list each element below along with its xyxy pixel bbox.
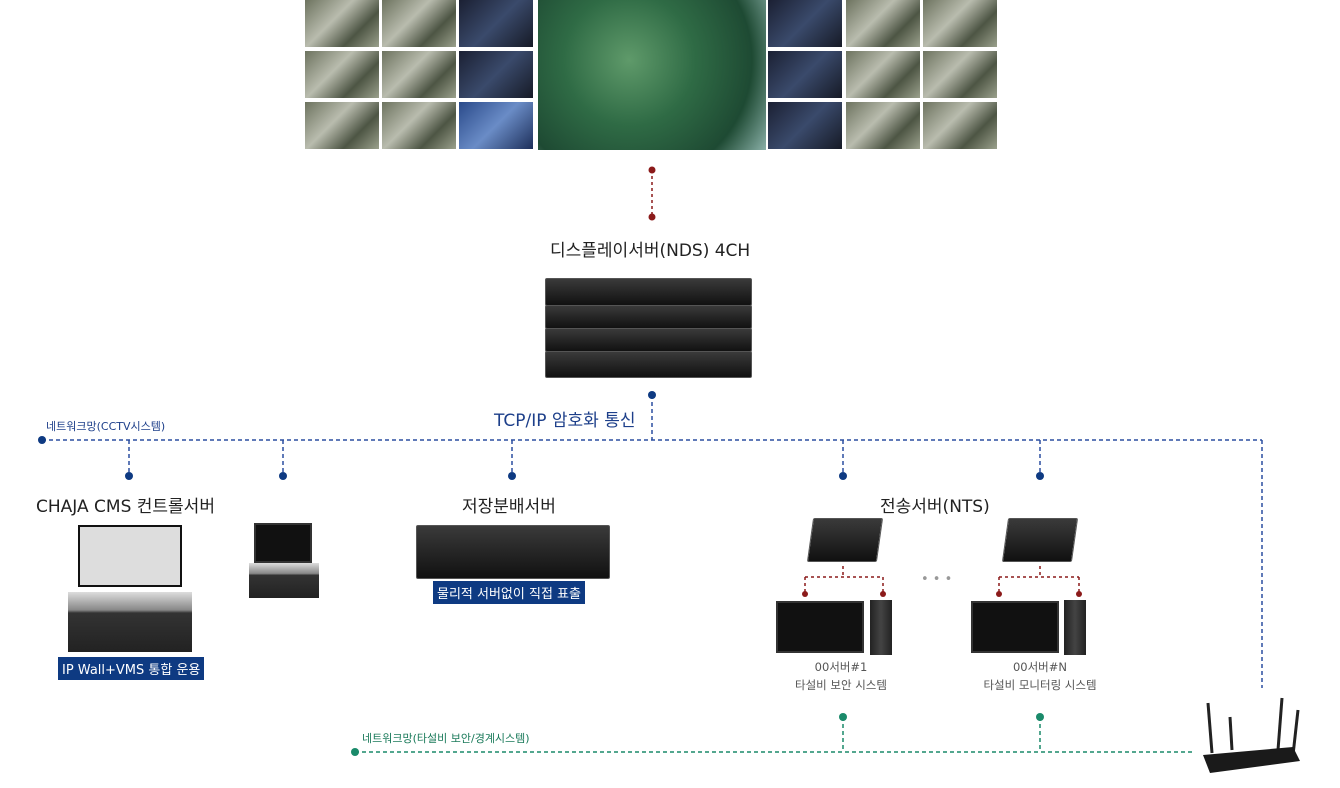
- cms-monitor: [78, 525, 182, 587]
- workstation-monitor: [254, 523, 312, 563]
- nts-device-n: [1001, 518, 1079, 562]
- client-tower-n: [1064, 600, 1086, 655]
- cctv-network-label: 네트워크망(CCTV시스템): [46, 420, 166, 433]
- nts-label: 전송서버(NTS): [880, 497, 990, 517]
- cctv-tile: [846, 0, 920, 47]
- cctv-tile: [923, 51, 997, 98]
- cms-label: CHAJA CMS 컨트롤서버: [36, 497, 215, 517]
- nts-device-1: [806, 518, 884, 562]
- cctv-tile: [768, 51, 842, 98]
- cms-server: [68, 592, 192, 652]
- client-monitor-n: [971, 601, 1059, 653]
- cctv-tile: [768, 102, 842, 149]
- cctv-tile: [923, 0, 997, 47]
- client-n-name: 00서버#N: [1012, 660, 1068, 674]
- router-icon: [1203, 697, 1300, 773]
- cctv-tile: [459, 51, 533, 98]
- client-tower-1: [870, 600, 892, 655]
- cctv-tile: [459, 0, 533, 47]
- storage-label: 저장분배서버: [462, 497, 556, 517]
- tcp-ip-label: TCP/IP 암호화 통신: [494, 411, 636, 431]
- client-monitor-1: [776, 601, 864, 653]
- security-network-label: 네트워크망(타설비 보안/경계시스템): [362, 732, 530, 745]
- cctv-tile: [305, 0, 379, 47]
- client-1-name: 00서버#1: [814, 660, 868, 674]
- cctv-tile: [459, 102, 533, 149]
- ellipsis: • • •: [921, 572, 953, 587]
- cctv-tile: [846, 102, 920, 149]
- cctv-tile: [305, 51, 379, 98]
- cctv-tile: [768, 0, 842, 47]
- workstation-pc: [249, 563, 319, 598]
- cctv-tile: [382, 0, 456, 47]
- cctv-tile: [382, 102, 456, 149]
- storage-server: [416, 525, 610, 579]
- cctv-tile: [305, 102, 379, 149]
- storage-badge: 물리적 서버없이 직접 표출: [433, 581, 585, 604]
- cctv-tile: [382, 51, 456, 98]
- cms-badge: IP Wall+VMS 통합 운용: [58, 657, 205, 680]
- map-display: [538, 0, 766, 150]
- cctv-tile: [846, 51, 920, 98]
- client-1-desc: 타설비 보안 시스템: [795, 678, 887, 692]
- client-n-desc: 타설비 모니터링 시스템: [983, 678, 1097, 692]
- display-server-label: 디스플레이서버(NDS) 4CH: [550, 241, 751, 261]
- client-1-caption: 00서버#1 타설비 보안 시스템: [776, 658, 906, 694]
- client-n-caption: 00서버#N 타설비 모니터링 시스템: [975, 658, 1105, 694]
- cctv-tile: [923, 102, 997, 149]
